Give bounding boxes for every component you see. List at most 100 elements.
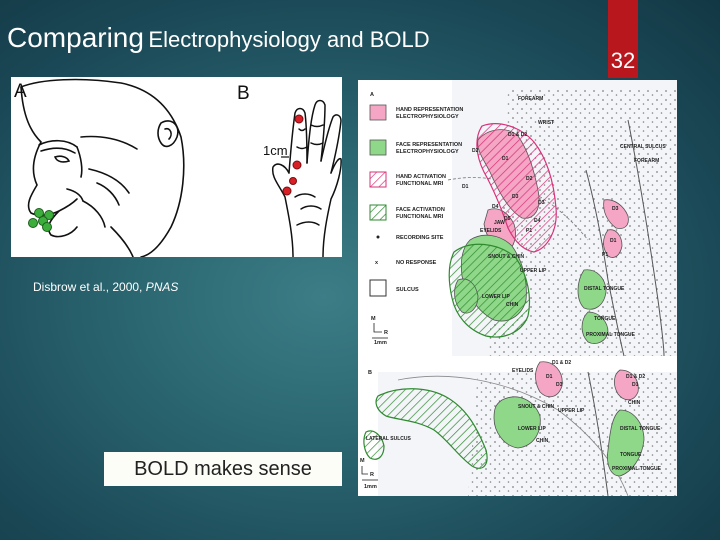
hand-ephys-region-3 (603, 199, 629, 229)
map-b-label: D1 & D2 (552, 360, 571, 366)
citation-journal: PNAS (145, 280, 179, 294)
face-fmri-region-b (375, 388, 488, 469)
map-a-label: LOWER LIP (482, 294, 510, 300)
legend-face-ephys-1: FACE REPRESENTATION (396, 142, 462, 148)
map-b-label: D1 (632, 382, 639, 388)
map-a-labels: FOREARM WRIST D1 & D2 CENTRAL SULCUS FOR… (462, 96, 666, 338)
hand-ephys-region-b2 (614, 369, 639, 401)
hand-fmri-region (476, 123, 557, 253)
figure-label-a: A (14, 81, 27, 102)
legend-face-fmri-1: FACE ACTIVATION (396, 207, 445, 213)
legend-swatch-hand-fmri (369, 171, 387, 188)
monkey-hand-drawing (271, 99, 342, 257)
map-a-label: D2 (526, 176, 533, 182)
scale-label-b: 1mm (364, 484, 377, 490)
map-a-label: CENTRAL SULCUS (620, 144, 666, 150)
map-a-label: FOREARM (634, 158, 659, 164)
hand-ephys-region-b1 (535, 361, 563, 398)
monkey-hand-illustration: A B (14, 78, 342, 257)
map-a-label: CHIN (506, 302, 519, 308)
axis-arrows (373, 323, 382, 333)
map-b-label: D1 & D2 (626, 374, 645, 380)
map-b-label: CHIN (536, 438, 549, 444)
map-a-label: DISTAL TONGUE (584, 286, 625, 292)
map-a-label: D5 (504, 216, 511, 222)
map-b-label: LATERAL SULCUS (366, 436, 411, 442)
map-a-label: D4 (492, 204, 499, 210)
axis-r-label: R (384, 330, 388, 336)
face-fmri-region (448, 243, 531, 338)
map-a-label: PROXIMAL TONGUE (586, 332, 636, 338)
map-b-label: DISTAL TONGUE (620, 426, 661, 432)
map-a-label: WRIST (538, 120, 554, 126)
map-a-label: P1 (602, 252, 608, 258)
face-ephys-region-b1 (493, 396, 541, 449)
slide-title-sub: Electrophysiology and BOLD (148, 27, 430, 52)
map-b-label: LOWER LIP (518, 426, 546, 432)
map-a-label: EYELIDS (480, 228, 502, 234)
map-a-label: TONGUE (594, 316, 616, 322)
map-panel-b-label: B (368, 370, 372, 376)
map-a-label: D3 (512, 194, 519, 200)
map-a-label: D3 (538, 200, 545, 206)
figure-label-b: B (237, 83, 250, 104)
hand-ephys-region-4 (603, 229, 623, 258)
map-a-label: JAW (494, 220, 505, 226)
legend-face-fmri-2: FUNCTIONAL MRI (396, 214, 444, 220)
legend-hand-ephys-2: ELECTROPHYSIOLOGY (396, 114, 459, 120)
legend-swatch-no-response: x (375, 260, 379, 266)
face-stimulation-sites (28, 208, 54, 232)
map-b-label: EYELIDS (512, 368, 534, 374)
scale-label-a: 1mm (374, 340, 387, 346)
face-ephys-region-3 (577, 269, 607, 310)
legend-swatch-sulcus (369, 279, 387, 297)
map-a-label: D1 (462, 184, 469, 190)
citation-authors: Disbrow et al., 2000, (33, 280, 146, 294)
slide-title: Comparing Electrophysiology and BOLD (7, 22, 430, 54)
map-a-label: D2 (472, 148, 479, 154)
legend-swatch-face-ephys (369, 139, 387, 156)
map-b-label: TONGUE (620, 452, 642, 458)
callout-text: BOLD makes sense (134, 457, 312, 480)
legend-swatch-recording-site (376, 235, 380, 239)
face-ephys-region-4 (581, 311, 609, 344)
map-b-labels: EYELIDS D1 & D2 D1 D3 D1 & D2 D1 SNOUT &… (366, 360, 662, 472)
legend-no-response: NO RESPONSE (396, 260, 437, 266)
map-a-label: UPPER LIP (520, 268, 547, 274)
map-legend: HAND REPRESENTATION ELECTROPHYSIOLOGY FA… (369, 104, 463, 346)
map-b-boundary-line (587, 371, 609, 496)
axis-m-label-b: M (360, 458, 365, 464)
callout-box: BOLD makes sense (104, 452, 342, 486)
axis-arrows-b (361, 466, 368, 475)
legend-swatch-hand-ephys (369, 104, 387, 121)
map-b-label: UPPER LIP (558, 408, 585, 414)
citation: Disbrow et al., 2000, PNAS (33, 280, 178, 294)
map-b-label: D3 (556, 382, 563, 388)
map-a-label: FOREARM (518, 96, 543, 102)
legend-hand-fmri-1: HAND ACTIVATION (396, 174, 446, 180)
axis-m-label: M (371, 316, 376, 322)
legend-hand-fmri-2: FUNCTIONAL MRI (396, 181, 444, 187)
map-a-boundary-line (627, 119, 665, 357)
legend-sulcus: SULCUS (396, 287, 419, 293)
map-a-label: D4 (534, 218, 541, 224)
somatosensory-map-figure: A HAND REPRESENTATION ELECTROPHYSIOLOGY … (358, 80, 677, 496)
map-a-label: SNOUT & CHIN (488, 254, 525, 260)
monkey-head-drawing (20, 78, 185, 257)
map-b-label: CHIN (628, 400, 641, 406)
map-a-label: D1 (502, 156, 509, 162)
map-a-label: D1 & D2 (508, 132, 527, 138)
face-ephys-region-b2 (607, 409, 645, 477)
slide-number: 32 (608, 0, 638, 78)
map-b-label: SNOUT & CHIN (518, 404, 555, 410)
map-a-label: D1 (610, 238, 617, 244)
slide-title-main: Comparing (7, 22, 144, 53)
hand-stimulation-sites (282, 114, 304, 196)
somatosensory-map: A HAND REPRESENTATION ELECTROPHYSIOLOGY … (360, 80, 677, 496)
scale-label: 1cm (263, 143, 288, 158)
map-a-central-sulcus-line (585, 169, 625, 357)
axis-r-label-b: R (370, 472, 374, 478)
legend-face-ephys-2: ELECTROPHYSIOLOGY (396, 149, 459, 155)
slide-number-text: 32 (610, 48, 636, 73)
map-b-label: PROXIMAL TONGUE (612, 466, 662, 472)
